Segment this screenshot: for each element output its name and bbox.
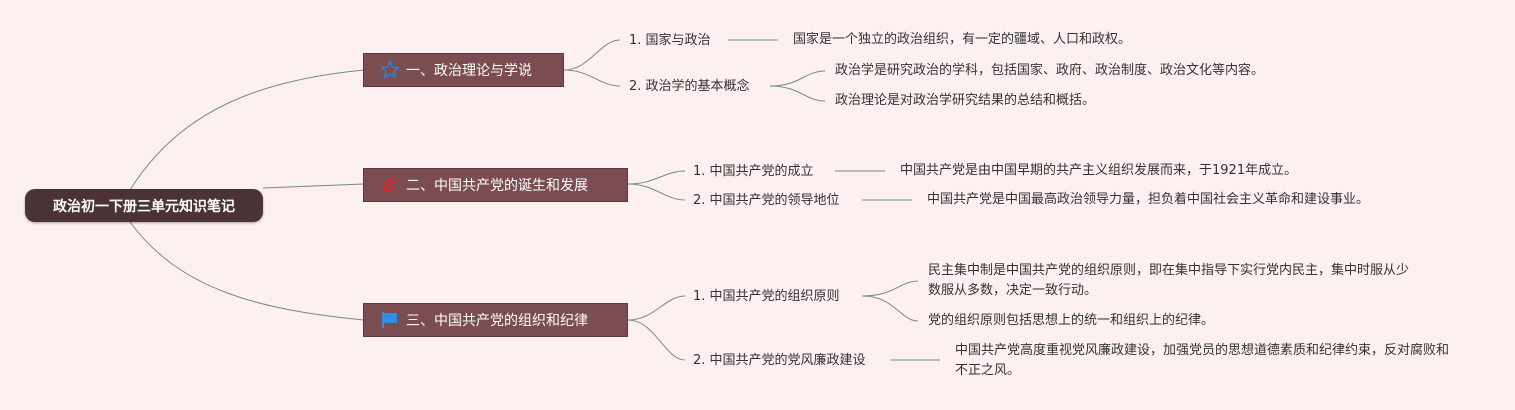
branch-cpc-founding[interactable]: 二、中国共产党的诞生和发展 (363, 168, 628, 202)
root-title: 政治初一下册三单元知识笔记 (53, 198, 235, 215)
leaf-text: 政治学是研究政治的学科，包括国家、政府、政治制度、政治文化等内容。 (835, 63, 1265, 78)
leaf-text: 国家是一个独立的政治组织，有一定的疆域、人口和政权。 (793, 32, 1132, 47)
topic-label[interactable]: 2. 政治学的基本概念 (629, 79, 750, 94)
leaf-text: 民主集中制是中国共产党的组织原则，即在集中指导下实行党内民主，集中时服从少数服从… (928, 263, 1410, 298)
leaf-text: 中国共产党是中国最高政治领导力量，担负着中国社会主义革命和建设事业。 (927, 192, 1370, 207)
topic-label[interactable]: 2. 中国共产党的党风廉政建设 (693, 353, 866, 368)
topic-label[interactable]: 1. 中国共产党的组织原则 (693, 289, 840, 304)
leaf-text: 党的组织原则包括思想上的统一和组织上的纪律。 (928, 313, 1215, 328)
star-icon (380, 60, 400, 80)
leaf-text: 中国共产党是由中国早期的共产主义组织发展而来，于1921年成立。 (900, 163, 1298, 178)
branch-cpc-organization[interactable]: 三、中国共产党的组织和纪律 (363, 303, 628, 337)
topic-label[interactable]: 1. 中国共产党的成立 (693, 164, 814, 179)
hammer-sickle-icon (380, 175, 400, 195)
branch-politics-theory[interactable]: 一、政治理论与学说 (363, 53, 564, 87)
topic-label[interactable]: 1. 国家与政治 (629, 33, 711, 48)
branch-title: 一、政治理论与学说 (406, 63, 532, 79)
leaf-text: 中国共产党高度重视党风廉政建设，加强党员的思想道德素质和纪律约束，反对腐败和不正… (955, 343, 1450, 378)
flag-icon (380, 310, 400, 330)
branch-title: 二、中国共产党的诞生和发展 (406, 178, 588, 194)
branch-title: 三、中国共产党的组织和纪律 (406, 313, 588, 329)
leaf-text: 政治理论是对政治学研究结果的总结和概括。 (835, 93, 1096, 108)
topic-label[interactable]: 2. 中国共产党的领导地位 (693, 193, 840, 208)
root-topic[interactable]: 政治初一下册三单元知识笔记 (25, 189, 263, 222)
